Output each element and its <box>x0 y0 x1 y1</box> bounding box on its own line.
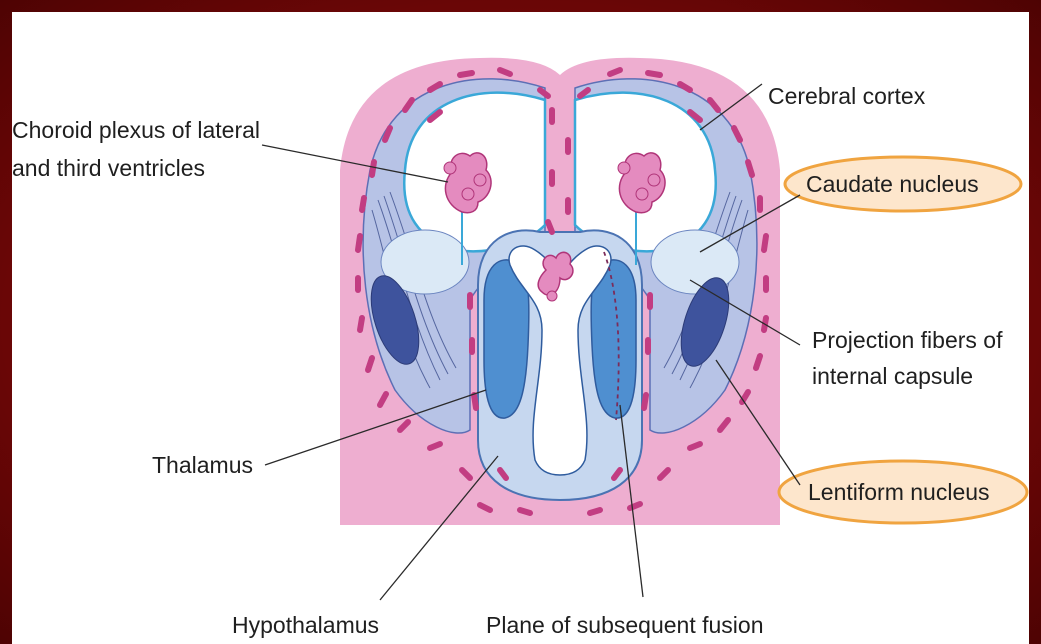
label-lentiform-nucleus: Lentiform nucleus <box>808 479 990 505</box>
label-thalamus: Thalamus <box>152 452 253 478</box>
label-plane-of-fusion: Plane of subsequent fusion <box>486 612 763 638</box>
label-projection-fibers-line1: Projection fibers of <box>812 327 1003 353</box>
diagram-panel: Cerebral cortex Choroid plexus of latera… <box>12 12 1029 644</box>
label-cerebral-cortex: Cerebral cortex <box>768 83 926 109</box>
label-projection-fibers-line2: internal capsule <box>812 363 973 389</box>
label-choroid-plexus-line2: and third ventricles <box>12 155 205 181</box>
brain-section-diagram: Cerebral cortex Choroid plexus of latera… <box>12 12 1029 644</box>
label-caudate-nucleus: Caudate nucleus <box>806 171 979 197</box>
label-choroid-plexus-line1: Choroid plexus of lateral <box>12 117 260 143</box>
label-hypothalamus: Hypothalamus <box>232 612 379 638</box>
